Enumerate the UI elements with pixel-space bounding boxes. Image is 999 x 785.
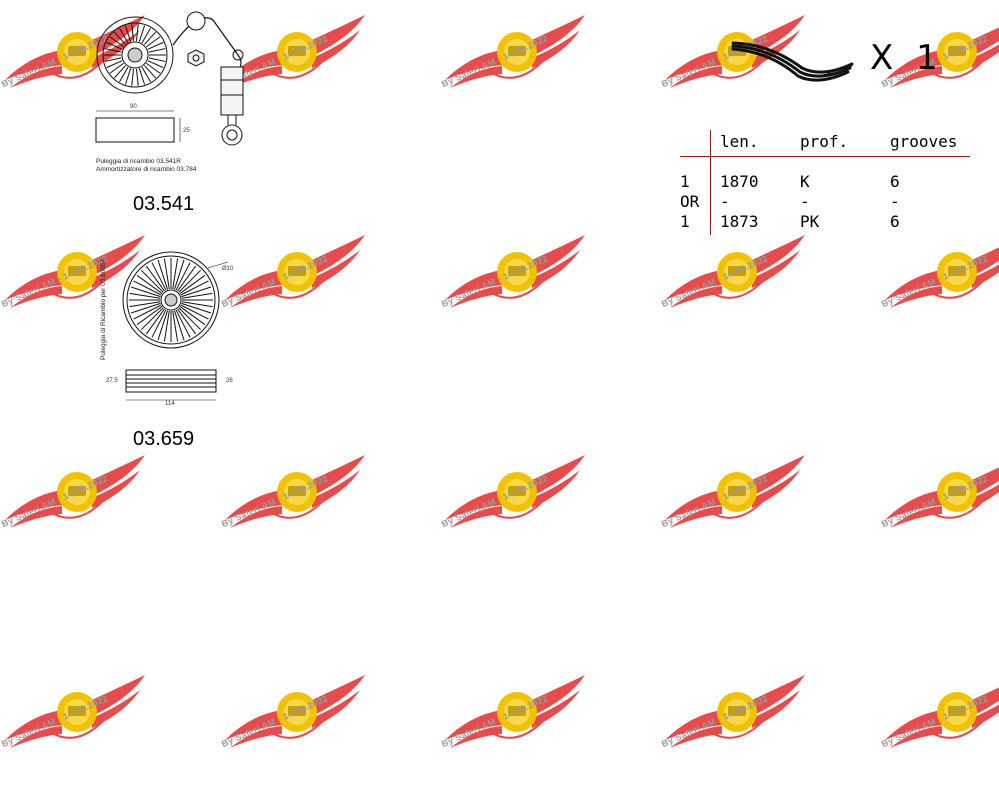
watermark-caption: By Saleri AM - 14.09.2022: [0, 693, 110, 750]
winged-wheel-logo-icon: [445, 15, 585, 88]
winged-wheel-logo-icon: [885, 247, 999, 308]
watermark-caption: By Saleri AM - 14.09.2022: [220, 473, 330, 530]
winged-wheel-logo-icon: [665, 675, 805, 748]
row1-grooves: 6: [890, 172, 900, 191]
winged-wheel-logo-icon: [445, 455, 585, 528]
watermark-caption: By Saleri AM - 14.09.2022: [880, 253, 990, 310]
row2-grooves: -: [890, 192, 900, 211]
dim-right-label: 26: [226, 378, 233, 384]
winged-wheel-logo-icon: [445, 675, 585, 748]
part-code-03659: 03.659: [133, 428, 195, 450]
winged-wheel-logo-icon: [225, 675, 365, 748]
v-ribbed-belt-icon: [730, 38, 860, 88]
tensioner-pulley-drawing: [95, 11, 244, 146]
winged-wheel-logo-icon: [445, 235, 585, 308]
part-03541-drawing: [88, 5, 258, 165]
dim-width-label: 90: [130, 104, 137, 110]
dim-diameter-label: Ø10: [222, 266, 234, 272]
watermark-caption: By Saleri AM - 14.09.2022: [880, 473, 990, 530]
row2-prof: -: [800, 192, 810, 211]
watermark: By Saleri AM - 14.09.2022: [660, 450, 810, 560]
winged-wheel-logo-icon: [665, 235, 805, 308]
header-len: len.: [720, 132, 759, 151]
part-03659-vertical-note: Puleggia di Ricambio per 03.80657: [100, 258, 107, 360]
part-code-03541: 03.541: [133, 193, 195, 215]
watermark: By Saleri AM - 14.09.2022: [440, 670, 590, 780]
row3-qty: 1: [680, 212, 690, 231]
row1-len: 1870: [720, 172, 759, 191]
winged-wheel-logo-icon: [225, 455, 365, 528]
dim-height-label: 25: [183, 128, 190, 134]
watermark-caption: By Saleri AM - 14.09.2022: [880, 693, 990, 750]
watermark-caption: By Saleri AM - 14.09.2022: [440, 473, 550, 530]
watermark: By Saleri AM - 14.09.2022: [220, 670, 370, 780]
part-03659-drawing: [118, 240, 248, 415]
watermark-caption: By Saleri AM - 14.09.2022: [440, 693, 550, 750]
watermark-caption: By Saleri AM - 14.09.2022: [660, 473, 770, 530]
watermark-caption: By Saleri AM - 14.09.2022: [440, 33, 550, 90]
watermark-caption: By Saleri AM - 14.09.2022: [660, 253, 770, 310]
row3-len: 1873: [720, 212, 759, 231]
watermark-caption: By Saleri AM - 14.09.2022: [440, 253, 550, 310]
watermark: By Saleri AM - 14.09.2022: [220, 450, 370, 560]
watermark: By Saleri AM - 14.09.2022: [660, 670, 810, 780]
watermark: By Saleri AM - 14.09.2022: [440, 450, 590, 560]
note-replacement-pulley: Puleggia di ricambio 03.541R: [96, 158, 181, 165]
winged-wheel-logo-icon: [5, 455, 145, 528]
row3-grooves: 6: [890, 212, 900, 231]
table-column-rule: [710, 130, 711, 235]
watermark: By Saleri AM - 14.09.2022: [880, 670, 999, 780]
watermark: By Saleri AM - 14.09.2022: [0, 670, 150, 780]
dim-length-label: 114: [165, 401, 175, 407]
note-replacement-damper: Ammortizzatore di ricambio 03.784: [96, 166, 197, 173]
belt-quantity: X 1: [870, 38, 944, 78]
row1-qty: 1: [680, 172, 690, 191]
watermark-caption: By Saleri AM - 14.09.2022: [220, 693, 330, 750]
dim-left-label: 27.5: [106, 378, 118, 384]
table-header-rule: [680, 156, 970, 157]
winged-wheel-logo-icon: [885, 687, 999, 748]
watermark: By Saleri AM - 14.09.2022: [880, 450, 999, 560]
idler-pulley-drawing: [122, 251, 229, 401]
watermark: By Saleri AM - 14.09.2022: [880, 230, 999, 340]
header-prof: prof.: [800, 132, 849, 151]
row3-prof: PK: [800, 212, 820, 231]
winged-wheel-logo-icon: [5, 675, 145, 748]
part-03541-notes: Puleggia di ricambio 03.541R Ammortizzat…: [96, 158, 196, 174]
watermark-caption: By Saleri AM - 14.09.2022: [660, 693, 770, 750]
watermark: By Saleri AM - 14.09.2022: [0, 450, 150, 560]
row2-qty: OR: [680, 192, 700, 211]
watermark: By Saleri AM - 14.09.2022: [440, 230, 590, 340]
watermark: By Saleri AM - 14.09.2022: [440, 10, 590, 120]
watermark-caption: By Saleri AM - 14.09.2022: [0, 473, 110, 530]
row2-len: -: [720, 192, 730, 211]
watermark: By Saleri AM - 14.09.2022: [660, 230, 810, 340]
header-grooves: grooves: [890, 132, 958, 151]
row1-prof: K: [800, 172, 810, 191]
winged-wheel-logo-icon: [885, 467, 999, 528]
winged-wheel-logo-icon: [665, 455, 805, 528]
